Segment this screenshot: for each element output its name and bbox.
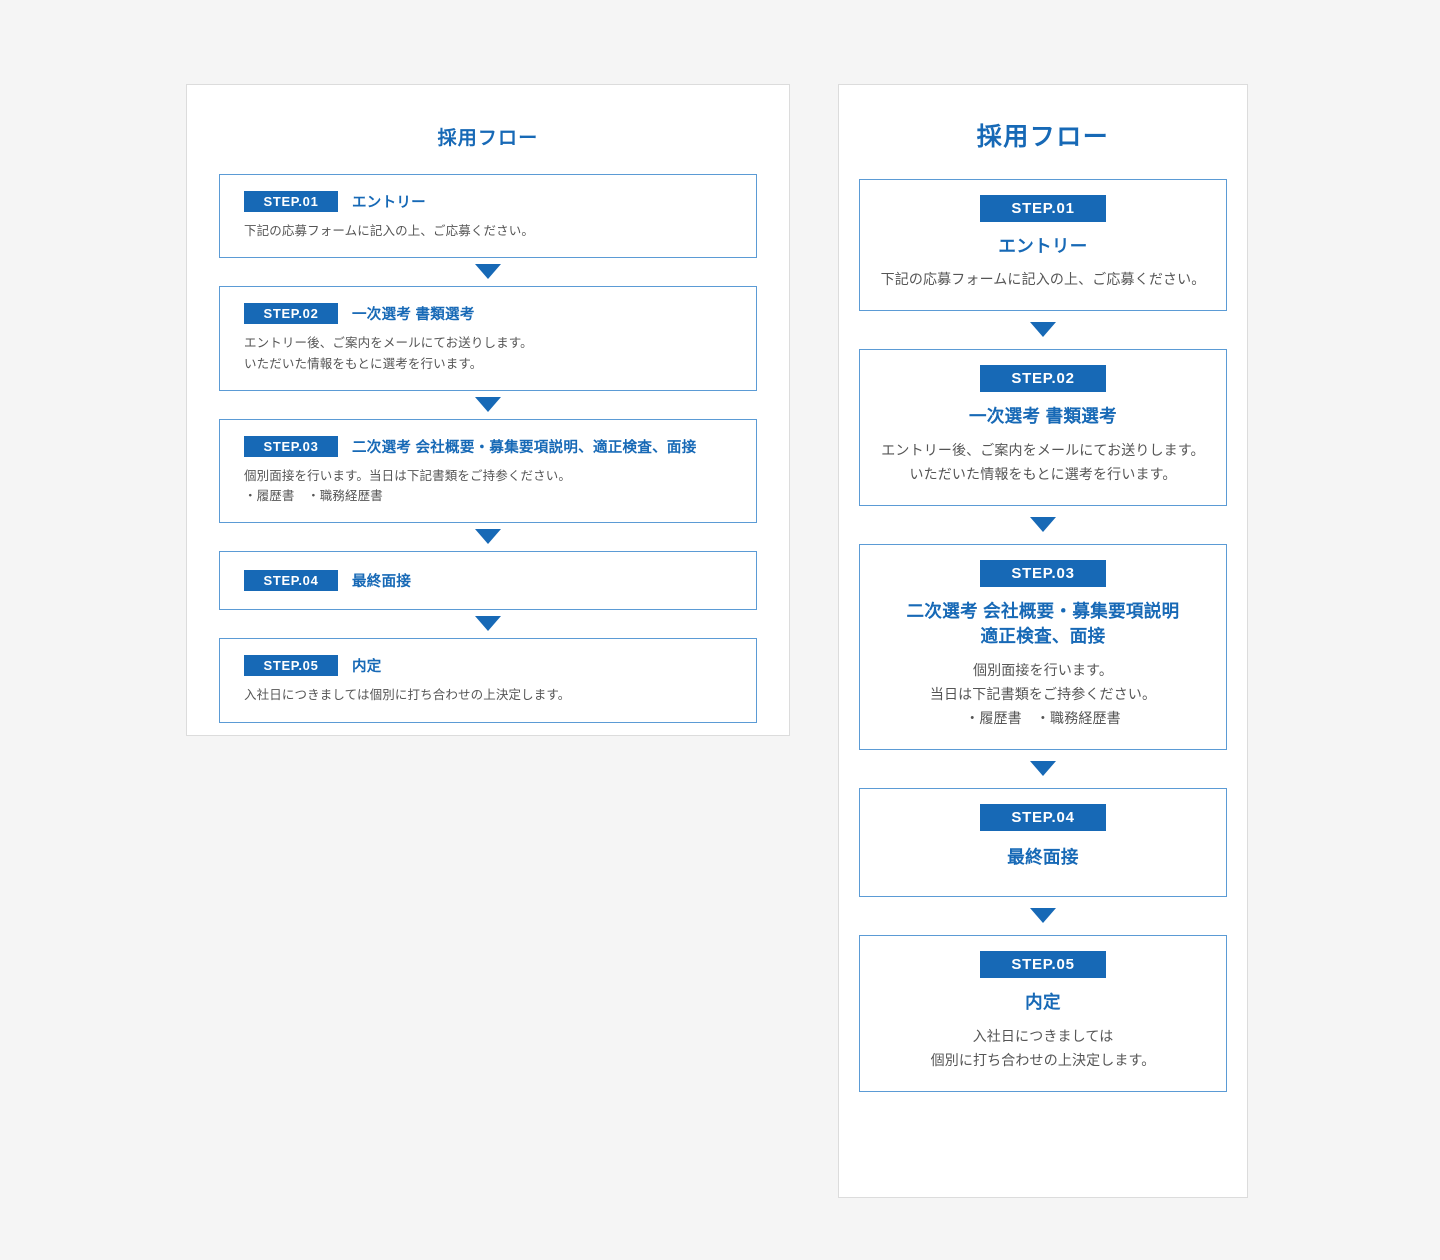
step-box-step-04: STEP.04 最終面接	[219, 551, 757, 611]
page-title-mobile: 採用フロー	[976, 123, 1110, 151]
step-description-line: 当日は下記書類をご持参ください。	[929, 685, 1157, 702]
step-description: 入社日につきましては個別に打ち合わせの上決定します。	[244, 685, 732, 705]
triangle-down-icon	[1030, 760, 1056, 776]
step-box-step-05: STEP.05 内定入社日につきましては個別に打ち合わせの上決定します。	[859, 935, 1227, 1092]
step-description-line: 入社日につきましては個別に打ち合わせの上決定します。	[244, 688, 571, 703]
step-box-step-01: STEP.01 エントリー下記の応募フォームに記入の上、ご応募ください。	[859, 179, 1227, 312]
step-description-line: 個別面接を行います。当日は下記書類をご持参ください。	[244, 468, 572, 483]
step-box-step-05: STEP.05 内定入社日につきましては個別に打ち合わせの上決定します。	[219, 638, 757, 723]
step-description-line: ・履歴書 ・職務経歴書	[244, 489, 383, 503]
step-heading: 最終面接	[876, 845, 1210, 870]
step-heading-line: エントリー	[998, 236, 1088, 256]
triangle-down-icon	[475, 264, 501, 280]
flow-connector-arrow	[219, 610, 757, 638]
step-description-line: 個別面接を行います。	[973, 661, 1113, 678]
step-description: 下記の応募フォームに記入の上、ご応募ください。	[244, 221, 732, 241]
triangle-down-icon	[475, 616, 501, 632]
step-description: 入社日につきましては個別に打ち合わせの上決定します。	[876, 1024, 1210, 1072]
triangle-down-icon	[1030, 908, 1056, 924]
step-number-badge: STEP.01	[980, 195, 1106, 222]
step-box-step-03: STEP.03 二次選考 会社概要・募集要項説明適正検査、面接個別面接を行います。…	[859, 543, 1227, 750]
step-heading-line: 適正検査、面接	[980, 626, 1106, 647]
step-heading-line: 内定	[1025, 992, 1061, 1013]
step-heading: 一次選考 書類選考	[352, 307, 475, 324]
step-description: 個別面接を行います。当日は下記書類をご持参ください。・履歴書 ・職務経歴書	[876, 658, 1210, 730]
mobile-flow-panel: 採用フロー STEP.01 エントリー下記の応募フォームに記入の上、ご応募ください…	[838, 84, 1248, 1198]
step-headline-row: STEP.03 二次選考 会社概要・募集要項説明、適正検査、面接	[244, 435, 732, 457]
step-number-badge: STEP.04	[980, 803, 1106, 831]
step-number-badge: STEP.03	[244, 435, 338, 457]
step-description-line: いただいた情報をもとに選考を行います。	[244, 356, 483, 371]
step-heading-line: 二次選考 会社概要・募集要項説明	[906, 600, 1180, 621]
desktop-flow-panel: 採用フロー STEP.01 エントリー下記の応募フォームに記入の上、ご応募ください…	[186, 84, 790, 736]
step-heading: エントリー	[876, 234, 1210, 259]
step-number-badge: STEP.02	[244, 303, 338, 325]
flow-connector-arrow	[859, 506, 1227, 544]
step-description-line: エントリー後、ご案内をメールにてお送りします。	[881, 441, 1205, 458]
step-headline-row: STEP.05 内定	[244, 655, 732, 677]
triangle-down-icon	[1030, 516, 1056, 532]
step-box-step-02: STEP.02 一次選考 書類選考エントリー後、ご案内をメールにてお送りします。い…	[219, 286, 757, 391]
step-number-badge: STEP.03	[980, 559, 1106, 587]
step-description-line: 入社日につきましては	[972, 1027, 1114, 1044]
triangle-down-icon	[1030, 322, 1056, 338]
step-number-badge: STEP.01	[244, 191, 338, 212]
flow-connector-arrow	[219, 523, 757, 551]
page-title-desktop: 採用フロー	[437, 128, 539, 149]
step-heading: エントリー	[352, 195, 426, 211]
step-number-badge: STEP.02	[980, 365, 1106, 393]
step-headline-row: STEP.01 エントリー	[244, 191, 732, 212]
step-description: エントリー後、ご案内をメールにてお送りします。いただいた情報をもとに選考を行いま…	[876, 438, 1210, 486]
step-box-step-02: STEP.02 一次選考 書類選考エントリー後、ご案内をメールにてお送りします。い…	[859, 349, 1227, 506]
step-description: 個別面接を行います。当日は下記書類をご持参ください。・履歴書 ・職務経歴書	[244, 466, 732, 507]
step-heading: 一次選考 書類選考	[876, 404, 1210, 429]
step-box-step-01: STEP.01 エントリー下記の応募フォームに記入の上、ご応募ください。	[219, 174, 757, 259]
step-description-line: 下記の応募フォームに記入の上、ご応募ください。	[244, 224, 535, 238]
step-headline-row: STEP.04 最終面接	[244, 570, 732, 592]
flow-connector-arrow	[859, 897, 1227, 935]
step-heading: 内定	[876, 990, 1210, 1015]
step-description-line: いただいた情報をもとに選考を行います。	[909, 465, 1177, 482]
flow-connector-arrow	[859, 311, 1227, 349]
step-heading-line: 一次選考 書類選考	[968, 406, 1117, 427]
step-heading: 二次選考 会社概要・募集要項説明、適正検査、面接	[352, 439, 697, 456]
flow-connector-arrow	[219, 391, 757, 419]
step-heading: 最終面接	[352, 574, 412, 591]
step-description: 下記の応募フォームに記入の上、ご応募ください。	[876, 267, 1210, 291]
triangle-down-icon	[475, 396, 501, 412]
step-number-badge: STEP.04	[244, 570, 338, 592]
step-description-line: 個別に打ち合わせの上決定します。	[930, 1051, 1156, 1068]
step-box-step-04: STEP.04 最終面接	[859, 787, 1227, 898]
flow-connector-arrow	[859, 750, 1227, 788]
step-box-step-03: STEP.03 二次選考 会社概要・募集要項説明、適正検査、面接個別面接を行います…	[219, 418, 757, 524]
step-number-badge: STEP.05	[980, 951, 1106, 979]
step-description-line: ・履歴書 ・職務経歴書	[965, 709, 1121, 726]
flow-connector-arrow	[219, 258, 757, 286]
step-description-line: 下記の応募フォームに記入の上、ご応募ください。	[880, 271, 1206, 288]
triangle-down-icon	[475, 529, 501, 545]
step-heading-line: 最終面接	[1007, 846, 1079, 867]
step-number-badge: STEP.05	[244, 655, 338, 677]
step-heading: 二次選考 会社概要・募集要項説明適正検査、面接	[876, 599, 1210, 650]
step-description: エントリー後、ご案内をメールにてお送りします。いただいた情報をもとに選考を行いま…	[244, 333, 732, 374]
step-headline-row: STEP.02 一次選考 書類選考	[244, 303, 732, 325]
step-heading: 内定	[352, 659, 382, 676]
step-description-line: エントリー後、ご案内をメールにてお送りします。	[244, 336, 533, 351]
